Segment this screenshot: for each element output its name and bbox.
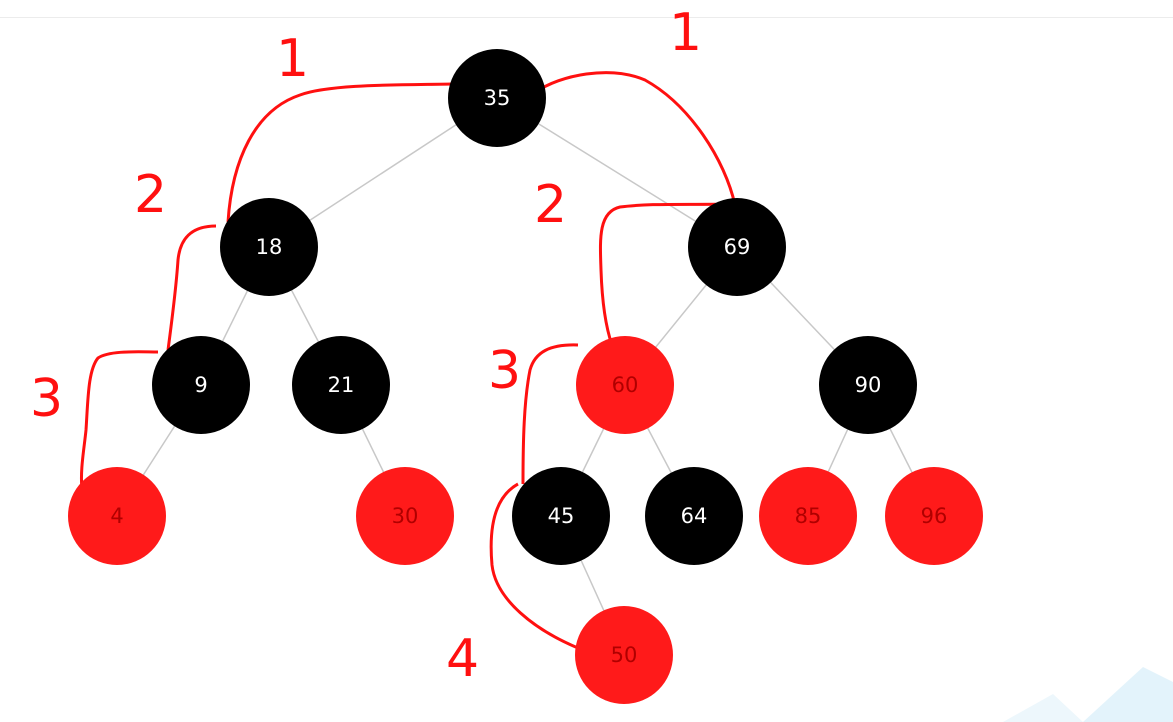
path-45-to-50 (489, 482, 579, 650)
depth-mark: 3 (488, 341, 521, 401)
node-9: 9 (152, 336, 250, 434)
node-60: 60 (576, 336, 674, 434)
node-label: 4 (110, 504, 123, 528)
node-label: 96 (921, 504, 948, 528)
node-90: 90 (819, 336, 917, 434)
depth-mark: 4 (446, 629, 479, 689)
path-9-to-4 (80, 350, 159, 491)
black-node-circle (292, 336, 390, 434)
node-label: 18 (256, 235, 283, 259)
path-root-to-69 (535, 71, 737, 206)
node-label: 90 (855, 373, 882, 397)
node-label: 30 (392, 504, 419, 528)
node-label: 64 (681, 504, 708, 528)
path-root-to-18 (226, 82, 453, 223)
depth-mark: 3 (30, 369, 63, 429)
node-label: 9 (194, 373, 207, 397)
red-node-circle (575, 606, 673, 704)
black-node-circle (220, 198, 318, 296)
black-node-circle (512, 467, 610, 565)
depth-mark: 1 (669, 3, 702, 63)
red-node-circle (576, 336, 674, 434)
node-label: 85 (795, 504, 822, 528)
node-label: 69 (724, 235, 751, 259)
red-node-circle (356, 467, 454, 565)
depth-mark: 2 (134, 165, 167, 225)
path-69-to-60 (598, 202, 729, 346)
black-node-circle (645, 467, 743, 565)
watermark-shape (1003, 667, 1173, 722)
hand-drawn-paths (80, 71, 737, 650)
depth-mark: 1 (276, 29, 309, 89)
tree-nodes: 35 18 69 9 21 60 90 4 30 45 64 85 96 50 (68, 49, 983, 704)
red-node-circle (759, 467, 857, 565)
node-label: 35 (484, 86, 511, 110)
node-18: 18 (220, 198, 318, 296)
red-node-circle (885, 467, 983, 565)
path-18-to-9 (166, 224, 217, 351)
node-21: 21 (292, 336, 390, 434)
node-45: 45 (512, 467, 610, 565)
red-node-circle (68, 467, 166, 565)
node-69: 69 (688, 198, 786, 296)
node-label: 60 (612, 373, 639, 397)
node-85: 85 (759, 467, 857, 565)
node-30: 30 (356, 467, 454, 565)
node-50: 50 (575, 606, 673, 704)
black-node-circle (448, 49, 546, 147)
depth-mark: 2 (534, 175, 567, 235)
node-64: 64 (645, 467, 743, 565)
top-divider (0, 17, 1173, 18)
node-label: 21 (328, 373, 355, 397)
path-60-to-45 (521, 343, 579, 485)
node-96: 96 (885, 467, 983, 565)
black-node-circle (688, 198, 786, 296)
depth-annotations: 1 1 2 2 3 3 4 (30, 3, 702, 689)
node-4: 4 (68, 467, 166, 565)
node-label: 45 (548, 504, 575, 528)
node-35: 35 (448, 49, 546, 147)
black-node-circle (152, 336, 250, 434)
node-label: 50 (611, 643, 638, 667)
black-node-circle (819, 336, 917, 434)
